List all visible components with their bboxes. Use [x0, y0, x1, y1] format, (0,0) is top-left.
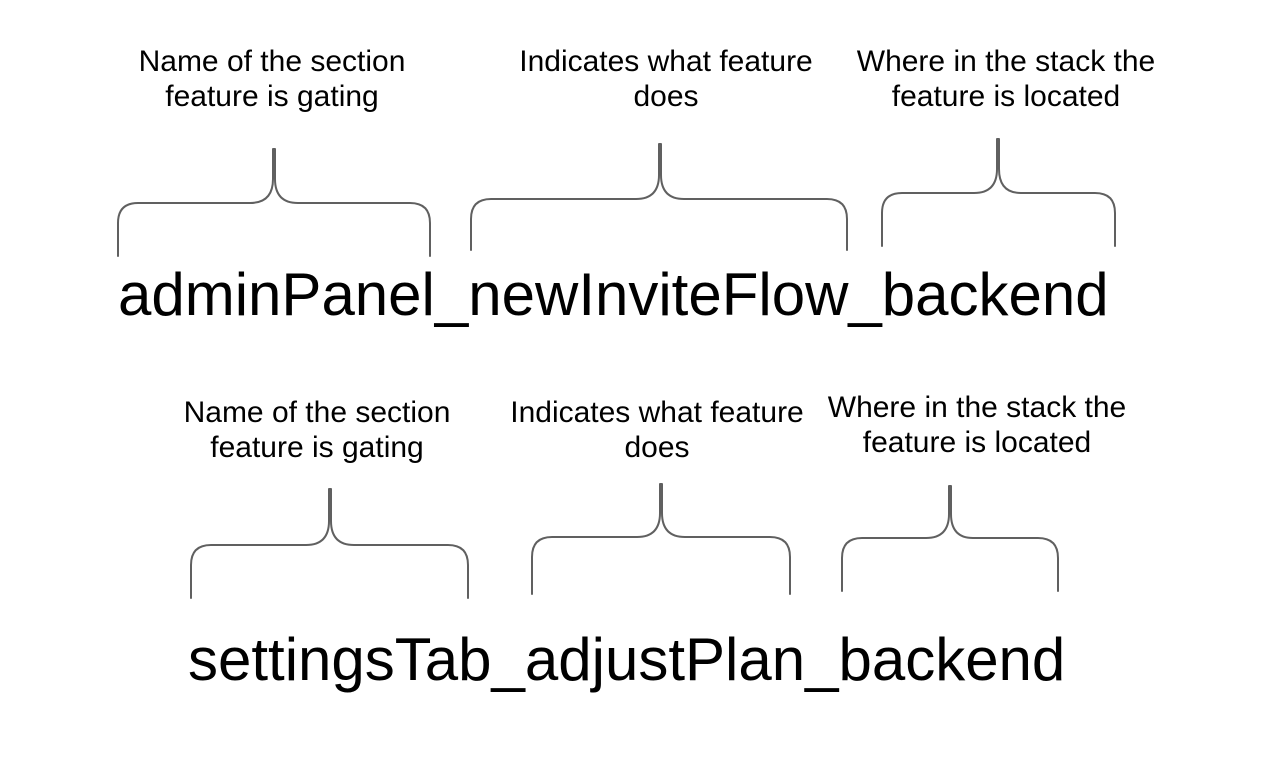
annotation-label-feature-2: Indicates what feature does [487, 395, 827, 465]
annotation-label-line: Where in the stack the [856, 45, 1156, 78]
annotation-label-stack-2: Where in the stack the feature is locate… [807, 390, 1147, 460]
curly-brace-icon [470, 143, 848, 251]
annotation-label-line: Name of the section [138, 45, 406, 78]
annotation-label-line: Indicates what feature [519, 45, 813, 78]
annotation-label-line: Name of the section [183, 396, 451, 429]
curly-brace-icon [531, 483, 791, 595]
curly-brace-icon [117, 148, 431, 257]
annotation-label-section-2: Name of the section feature is gating [147, 395, 487, 465]
annotation-label-line: does [633, 80, 699, 113]
annotation-label-feature-1: Indicates what feature does [496, 44, 836, 114]
annotation-label-line: feature is located [891, 80, 1121, 113]
annotation-label-line: feature is located [862, 426, 1092, 459]
annotation-label-line: does [624, 431, 690, 464]
feature-flag-name-1: adminPanel_newInviteFlow_backend [118, 261, 1109, 328]
curly-brace-icon [841, 485, 1059, 592]
annotation-label-section-1: Name of the section feature is gating [102, 44, 442, 114]
curly-brace-icon [881, 138, 1116, 247]
annotation-label-line: feature is gating [210, 431, 424, 464]
annotation-label-line: Indicates what feature [510, 396, 804, 429]
annotation-label-stack-1: Where in the stack the feature is locate… [836, 44, 1176, 114]
curly-brace-icon [190, 488, 469, 599]
annotation-label-line: Where in the stack the [827, 391, 1127, 424]
feature-flag-name-2: settingsTab_adjustPlan_backend [188, 626, 1066, 693]
annotation-label-line: feature is gating [165, 80, 379, 113]
